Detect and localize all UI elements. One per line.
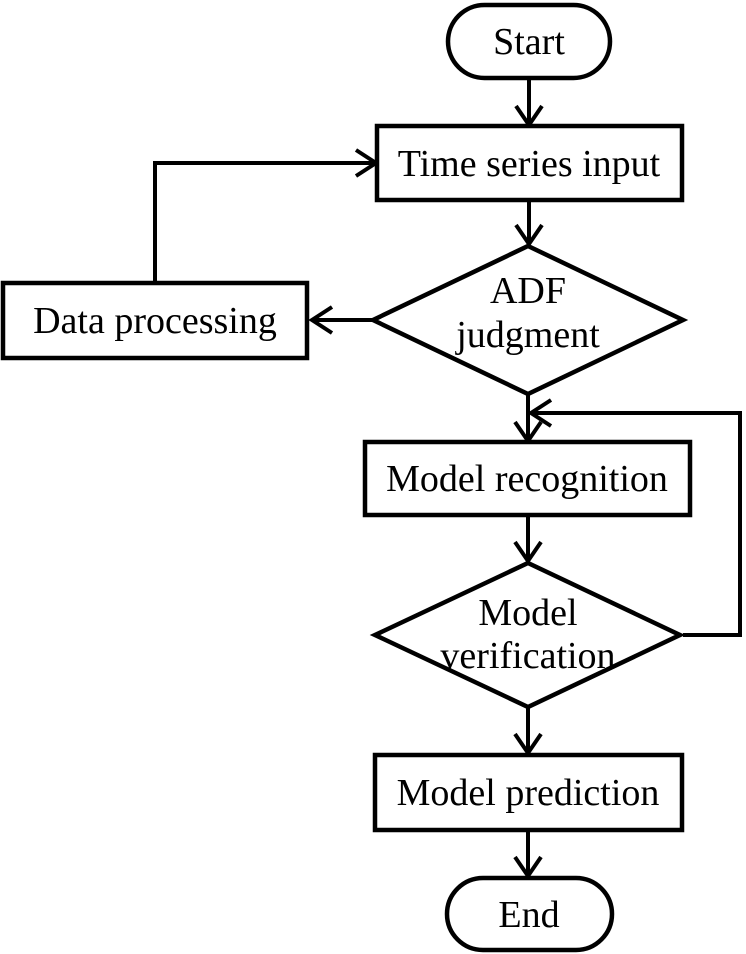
node-start: Start [445, 2, 613, 81]
model-recognition-process-shape [362, 439, 693, 518]
node-model-prediction: Model prediction [372, 752, 685, 833]
model-verification-decision-diamond [369, 560, 686, 710]
data-processing-process-shape [0, 280, 310, 361]
time-series-input-label: Time series input [398, 143, 661, 185]
start-terminator-shape [445, 2, 613, 81]
model-verification-label-line2: verification [440, 635, 615, 677]
time-series-input-process-shape [374, 123, 685, 203]
edge-dataprocessing-to-input-feedback [153, 161, 374, 283]
edge-verification-to-recognition-feedback [533, 411, 742, 637]
node-model-recognition: Model recognition [362, 439, 693, 518]
data-processing-label: Data processing [33, 300, 277, 342]
adf-judgment-label-line1: ADF [490, 270, 566, 312]
adf-judgment-label-line2: judgment [454, 314, 600, 356]
arrowhead-left-junction [527, 398, 553, 428]
node-time-series-input: Time series input [374, 123, 685, 203]
model-verification-label-line1: Model [478, 592, 577, 634]
model-recognition-label: Model recognition [386, 458, 668, 500]
node-data-processing: Data processing [0, 280, 310, 361]
node-model-verification: Model verification [369, 560, 686, 710]
start-label: Start [493, 21, 565, 63]
end-label: End [498, 894, 559, 936]
end-terminator-shape [444, 875, 615, 953]
model-prediction-label: Model prediction [397, 772, 660, 814]
node-adf-judgment: ADF judgment [367, 243, 689, 397]
arrowhead-left-dataprocessing [308, 305, 334, 335]
node-end: End [444, 875, 615, 953]
adf-judgment-decision-diamond [367, 243, 689, 397]
model-prediction-process-shape [372, 752, 685, 833]
